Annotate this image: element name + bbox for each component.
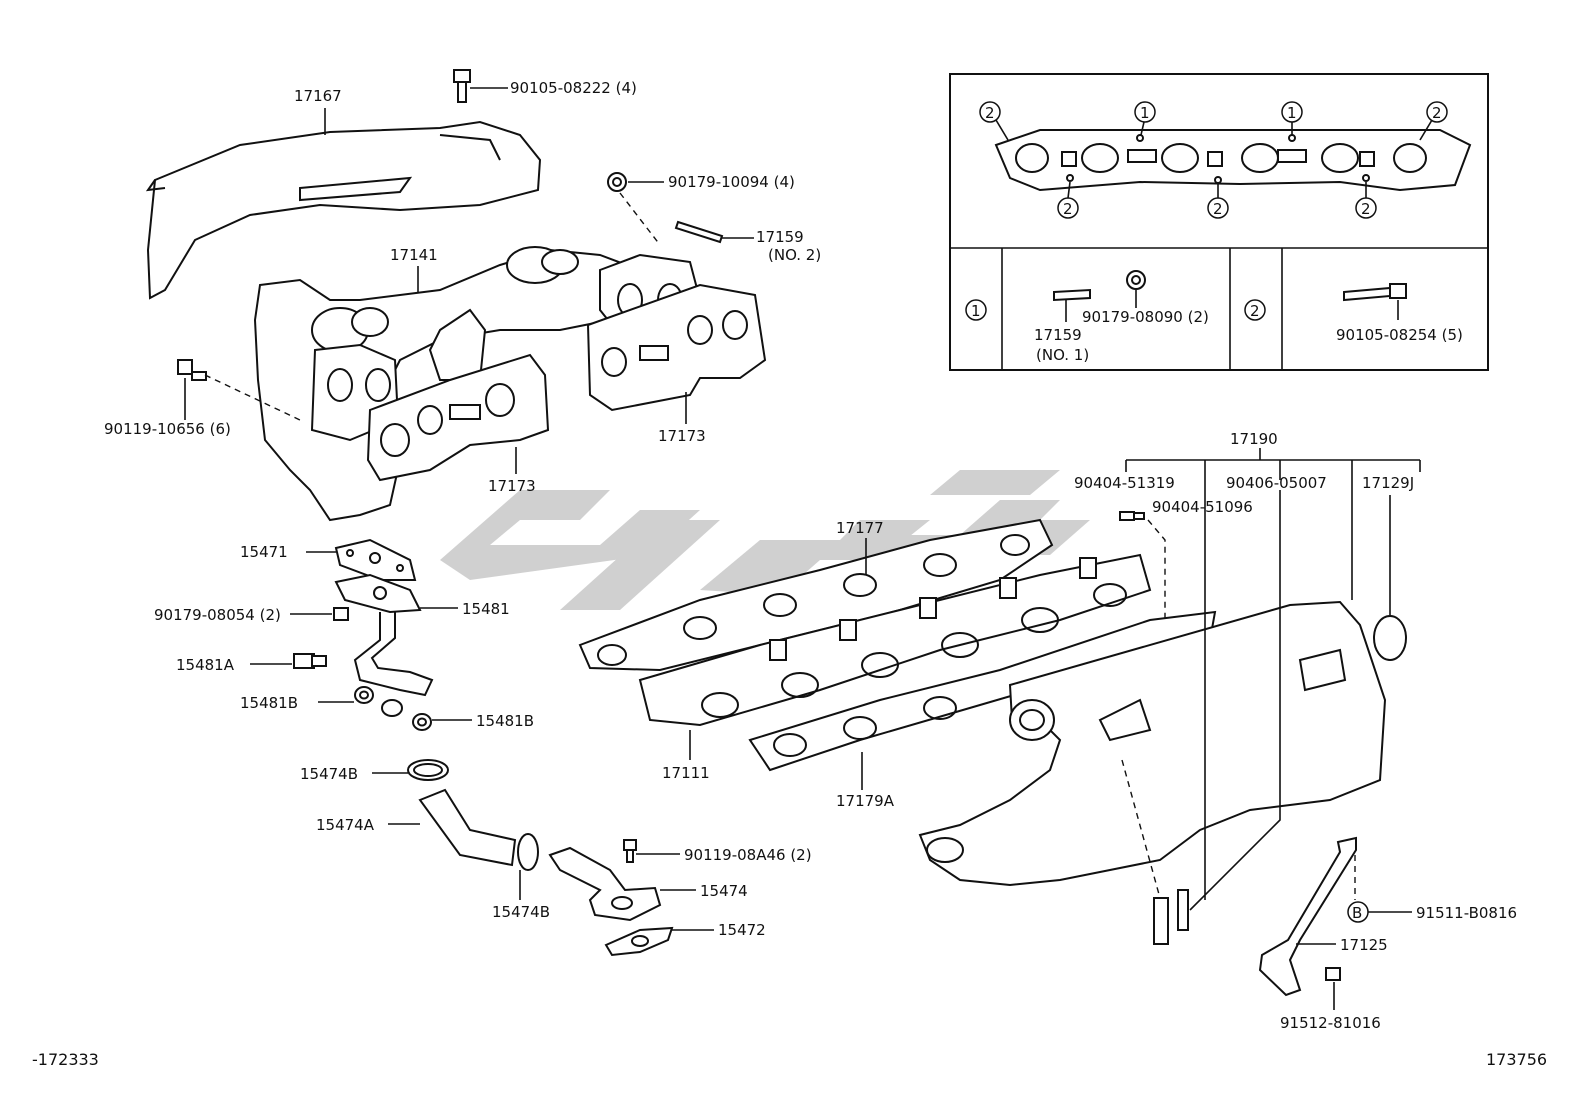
label-90406-05007: 90406-05007 — [1226, 474, 1327, 492]
plug-icon — [1153, 889, 1189, 945]
inset-label-90179-08090: 90179-08090 (2) — [1082, 308, 1209, 326]
label-90119-10656: 90119-10656 (6) — [104, 420, 231, 438]
label-15481B-left: 15481B — [240, 694, 298, 712]
label-15474B-top: 15474B — [300, 765, 358, 783]
marker-1-label: 1 — [1287, 104, 1297, 122]
nut-icon — [1126, 270, 1146, 290]
bolt-icon — [453, 69, 471, 103]
marker-1 — [1134, 101, 1156, 123]
label-91512-81016: 91512-81016 — [1280, 1014, 1381, 1032]
washer-icon — [354, 686, 374, 704]
stud-icon — [1053, 288, 1091, 302]
label-17141: 17141 — [390, 246, 438, 264]
intake-plenum-17190 — [918, 600, 1387, 887]
marker-2-label: 2 — [1361, 200, 1371, 218]
label-15471: 15471 — [240, 543, 288, 561]
inset-box — [949, 73, 1489, 371]
label-17190: 17190 — [1230, 430, 1278, 448]
label-17111: 17111 — [662, 764, 710, 782]
hose-15474A — [418, 788, 517, 867]
gasket-17177 — [578, 518, 1054, 672]
label-90179-10094: 90179-10094 (4) — [668, 173, 795, 191]
gasket-17173-right — [586, 283, 767, 412]
marker-1-label: 1 — [971, 302, 981, 320]
label-15474A: 15474A — [316, 816, 375, 834]
label-90404-51096: 90404-51096 — [1152, 498, 1253, 516]
washer-icon — [381, 699, 432, 731]
bolt-icon — [623, 839, 637, 863]
stud-icon — [674, 220, 724, 244]
bolt-icon — [1343, 283, 1407, 302]
label-17125: 17125 — [1340, 936, 1388, 954]
corner-left-code: -172333 — [32, 1050, 99, 1069]
marker-2 — [1426, 101, 1448, 123]
sensor-screw-icon — [1119, 511, 1145, 521]
label-17173-right: 17173 — [658, 427, 706, 445]
label-90404-51319: 90404-51319 — [1074, 474, 1175, 492]
label-15474: 15474 — [700, 882, 748, 900]
bolt-icon — [177, 359, 207, 381]
label-17173-left: 17173 — [488, 477, 536, 495]
inset-label-no1: (NO. 1) — [1036, 346, 1089, 364]
marker-2 — [1244, 299, 1266, 321]
marker-1 — [965, 299, 987, 321]
label-17159-no2: (NO. 2) — [768, 246, 821, 264]
union-bolt-icon — [293, 653, 327, 669]
bracket-17125 — [1258, 836, 1357, 997]
label-17167: 17167 — [294, 87, 342, 105]
label-15481: 15481 — [462, 600, 510, 618]
marker-1-label: 1 — [1140, 104, 1150, 122]
circle-b-label: B — [1352, 904, 1362, 922]
hose-clamp-icon — [407, 759, 449, 781]
label-17129J: 17129J — [1362, 474, 1414, 492]
label-15481A: 15481A — [176, 656, 235, 674]
cap-17129J — [1373, 615, 1407, 661]
marker-2-label: 2 — [1432, 104, 1442, 122]
heat-shield-17167 — [145, 120, 542, 300]
label-90179-08054: 90179-08054 (2) — [154, 606, 281, 624]
nut-icon — [607, 172, 627, 192]
label-90119-08A46: 90119-08A46 (2) — [684, 846, 812, 864]
inset-markers: 2 1 1 2 2 2 2 1 2 — [965, 101, 1448, 321]
gasket-15472 — [604, 926, 674, 957]
corner-right-code: 173756 — [1486, 1050, 1547, 1069]
marker-2 — [979, 101, 1001, 123]
egr-gasket-15471 — [334, 538, 417, 581]
inset-label-90105-08254: 90105-08254 (5) — [1336, 326, 1463, 344]
nut-icon — [333, 607, 349, 621]
label-90105-08222: 90105-08222 (4) — [510, 79, 637, 97]
egr-pipe-15474 — [548, 846, 662, 922]
label-91511-B0816: 91511-B0816 — [1416, 904, 1517, 922]
hose-clamp-icon — [517, 833, 539, 871]
label-17179A: 17179A — [836, 792, 895, 810]
intake-manifold-17111 — [638, 553, 1152, 727]
label-15474B-bottom: 15474B — [492, 903, 550, 921]
marker-2-label: 2 — [1250, 302, 1260, 320]
gasket-17173-left — [366, 353, 550, 482]
marker-2-label: 2 — [1063, 200, 1073, 218]
label-15481B-right: 15481B — [476, 712, 534, 730]
bolt-icon — [1325, 967, 1341, 981]
label-17159: 17159 — [756, 228, 804, 246]
label-15472: 15472 — [718, 921, 766, 939]
egr-pipe-15481 — [334, 573, 434, 697]
inset-label-17159: 17159 — [1034, 326, 1082, 344]
marker-2-label: 2 — [1213, 200, 1223, 218]
marker-2-label: 2 — [985, 104, 995, 122]
label-17177: 17177 — [836, 519, 884, 537]
inset-gasket — [994, 129, 1472, 192]
